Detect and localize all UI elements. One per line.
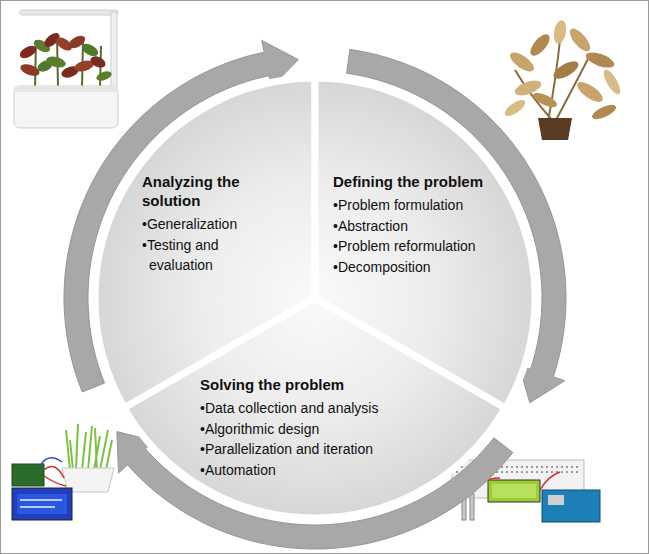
stage-heading: Analyzing the solution	[142, 172, 267, 210]
dried-plant-photo-part	[531, 90, 559, 110]
sensor-grass-photo-part	[20, 500, 62, 507]
dried-plant-photo-part	[515, 40, 590, 122]
healthy-plant-photo-part	[19, 62, 41, 78]
bullet-item: •Testing and evaluation	[142, 235, 267, 276]
text-column: Analyzing the solution •Generalization•Te…	[142, 172, 267, 276]
stage-sector: Solving the problem •Data collection and …	[124, 298, 505, 518]
bullet-item: •Decomposition	[333, 257, 505, 278]
dried-plant-photo-part	[502, 97, 527, 119]
bullet-item: •Abstraction	[333, 216, 505, 237]
bullet-item: •Generalization	[142, 214, 267, 235]
breadboard-photo-part	[470, 494, 474, 520]
dried-plant-photo-part	[552, 19, 568, 45]
dried-plant-photo-part	[527, 31, 553, 59]
dried-plant-photo-part	[566, 25, 593, 54]
healthy-plant-photo-part	[45, 55, 67, 70]
breadboard-photo-part	[548, 495, 564, 505]
bullet-item: •Problem reformulation	[333, 236, 505, 257]
breadboard-photo-part	[492, 484, 536, 498]
dried-plant-photo-part	[574, 78, 605, 105]
sensor-grass-photo-part	[40, 458, 62, 466]
dried-plant-photo-part	[601, 67, 624, 96]
dried-plant-photo-part	[590, 102, 618, 122]
text-column: Solving the problem •Data collection and …	[200, 375, 405, 480]
healthy-plant-photo-part	[14, 86, 118, 92]
bullet-item: •Algorithmic design	[200, 419, 405, 440]
healthy-plant-photo-part	[95, 70, 113, 83]
stage-heading: Solving the problem	[200, 375, 405, 394]
healthy-plant-photo-part	[111, 12, 117, 92]
healthy-plant-photo-part	[89, 54, 108, 70]
bullet-item: •Problem formulation	[333, 195, 505, 216]
sensor-grass-photo-part	[12, 488, 72, 520]
breadboard-photo-part	[542, 490, 600, 522]
dried-plant-photo-part	[584, 49, 616, 71]
sensor-grass-photo-part	[12, 464, 44, 486]
stage-heading: Defining the problem	[333, 172, 505, 191]
healthy-plant-photo-part	[80, 41, 101, 59]
bullet-item: •Automation	[200, 460, 405, 481]
dried-plant-photo	[502, 19, 623, 140]
breadboard-photo-part	[488, 480, 540, 502]
healthy-plant-photo	[14, 10, 118, 128]
dried-plant-photo-part	[538, 118, 572, 140]
healthy-plant-photo-part	[20, 10, 118, 15]
bullet-item: •Parallelization and iteration	[200, 439, 405, 460]
sensor-grass-photo	[12, 424, 114, 520]
bullet-item: •Data collection and analysis	[200, 398, 405, 419]
sensor-grass-photo-part	[44, 466, 66, 486]
healthy-plant-photo-part	[14, 86, 118, 128]
sector-fill	[124, 298, 505, 518]
text-column: Defining the problem •Problem formulation…	[333, 172, 505, 277]
dried-plant-photo-part	[551, 58, 581, 82]
sensor-grass-photo-part	[66, 424, 112, 470]
sensor-grass-photo-part	[17, 494, 67, 514]
